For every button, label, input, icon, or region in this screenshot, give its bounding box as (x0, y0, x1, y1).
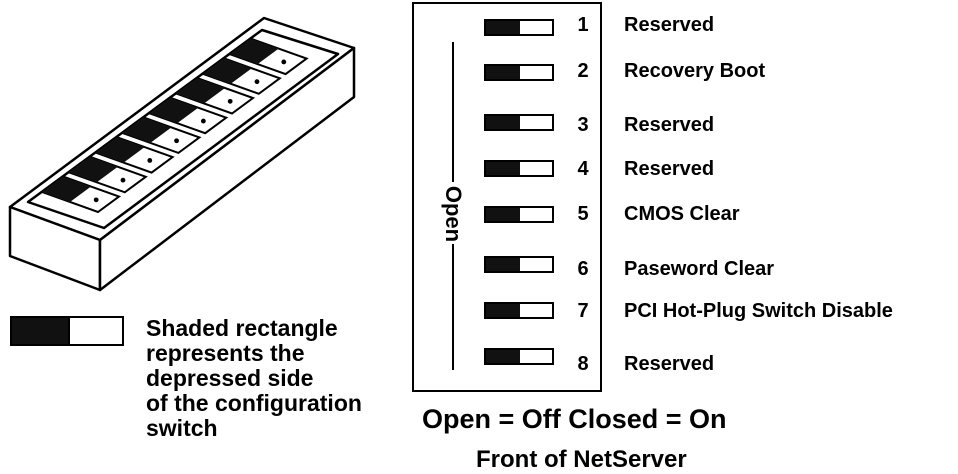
device-switch-dot (147, 158, 153, 163)
device-switch-rocker (176, 78, 225, 104)
legend-line: represents the (146, 340, 305, 366)
legend-line: of the configuration (146, 390, 362, 416)
switch-5-function: CMOS Clear (624, 203, 740, 225)
legend-unshaded-half (68, 318, 122, 344)
switch-2-number: 2 (577, 60, 589, 82)
legend-line: switch (146, 415, 218, 441)
state-legend: Open = Off Closed = On (422, 404, 727, 434)
open-direction-line-top (452, 42, 454, 182)
device-switch-rocker (95, 137, 145, 163)
switch-4-position (484, 160, 554, 177)
device-switch-dot (200, 118, 206, 124)
front-of-netserver-label: Front of NetServer (476, 446, 687, 473)
switch-panel-frame (412, 2, 602, 392)
switch-8-function: Reserved (624, 353, 715, 375)
open-direction-label: Open (440, 183, 467, 245)
device-switch-dot (227, 98, 233, 104)
dip-switch-block-illustration (8, 16, 356, 292)
legend-line: Shaded rectangle (146, 315, 338, 341)
switch-5-position (484, 206, 554, 223)
switch-1-function: Reserved (624, 14, 715, 36)
device-switch-rocker (202, 58, 252, 84)
switch-7-number: 7 (577, 300, 589, 322)
switch-7-position (484, 302, 554, 319)
device-switch-rocker (68, 156, 118, 183)
switch-3-position (484, 114, 554, 131)
device-switch-dot (93, 197, 99, 203)
device-switch-rocker (42, 176, 91, 202)
switch-1-number: 1 (577, 14, 589, 36)
switch-4-number: 4 (577, 158, 589, 180)
switch-2-position (484, 64, 554, 81)
device-switch-dot (174, 138, 179, 144)
device-switch-dot (254, 79, 260, 85)
open-direction-line-bottom (452, 244, 454, 370)
switch-3-number: 3 (577, 114, 589, 136)
switch-1-position (484, 19, 554, 36)
switch-6-position (484, 256, 554, 273)
switch-4-function: Reserved (624, 158, 715, 180)
device-switch-dot (281, 59, 287, 65)
legend-swatch (10, 316, 124, 346)
switch-3-function: Reserved (624, 114, 715, 136)
switch-5-number: 5 (577, 203, 589, 225)
legend-line: depressed side (146, 365, 314, 391)
switch-6-number: 6 (577, 258, 589, 280)
switch-6-function: Paseword Clear (624, 258, 775, 280)
device-switch-rocker (149, 97, 199, 124)
device-switch-dot (120, 177, 126, 183)
switch-2-function: Recovery Boot (624, 60, 766, 82)
switch-8-position (484, 348, 554, 365)
switch-8-number: 8 (577, 353, 589, 375)
device-switch-rocker (229, 38, 279, 65)
legend-shaded-half (12, 318, 68, 344)
legend-text: Shaded rectangle represents the depresse… (146, 316, 416, 441)
switch-7-function: PCI Hot-Plug Switch Disable (624, 300, 893, 322)
device-switch-rocker (122, 117, 172, 143)
